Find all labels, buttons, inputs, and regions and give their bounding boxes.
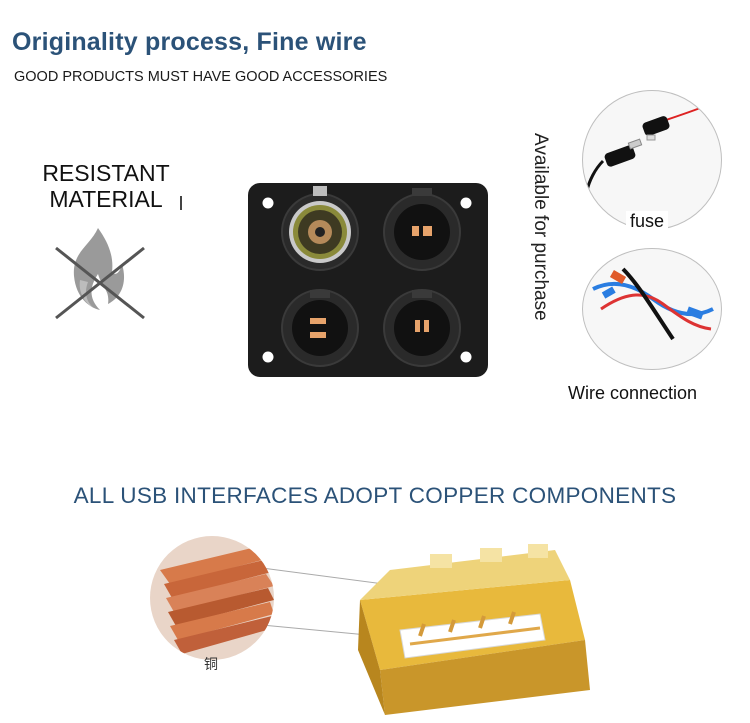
voltmeter-socket <box>281 186 359 271</box>
usb-connector-image <box>358 544 590 715</box>
fuse-image <box>582 90 722 230</box>
page-subtitle: GOOD PRODUCTS MUST HAVE GOOD ACCESSORIES <box>14 69 388 85</box>
resistant-material-label: RESISTANT MATERIAL <box>36 160 176 212</box>
mount-hole <box>262 351 274 363</box>
wire-connection-image <box>582 248 722 370</box>
mount-hole <box>460 197 472 209</box>
copper-sheets-image <box>150 536 274 660</box>
copper-label: 铜 <box>204 656 218 672</box>
no-fire-icon <box>55 228 145 320</box>
divider-tick <box>180 196 182 210</box>
mount-hole <box>460 351 472 363</box>
mount-hole <box>262 197 274 209</box>
fuse-label: fuse <box>626 211 669 232</box>
usb-socket-bottom-right <box>383 289 461 367</box>
available-for-purchase-label: Available for purchase <box>527 133 551 345</box>
socket-panel <box>248 183 488 377</box>
available-text: Available for purchase <box>530 133 551 321</box>
wire-connection-label: Wire connection <box>568 383 698 403</box>
resistant-line1: RESISTANT <box>42 160 170 186</box>
usb-socket-top-right <box>383 188 461 271</box>
usb-section-title: ALL USB INTERFACES ADOPT COPPER COMPONEN… <box>73 483 677 508</box>
resistant-line2: MATERIAL <box>49 186 163 212</box>
usb-socket-bottom-left <box>281 289 359 367</box>
page-title: Originality process, Fine wire <box>12 28 367 56</box>
